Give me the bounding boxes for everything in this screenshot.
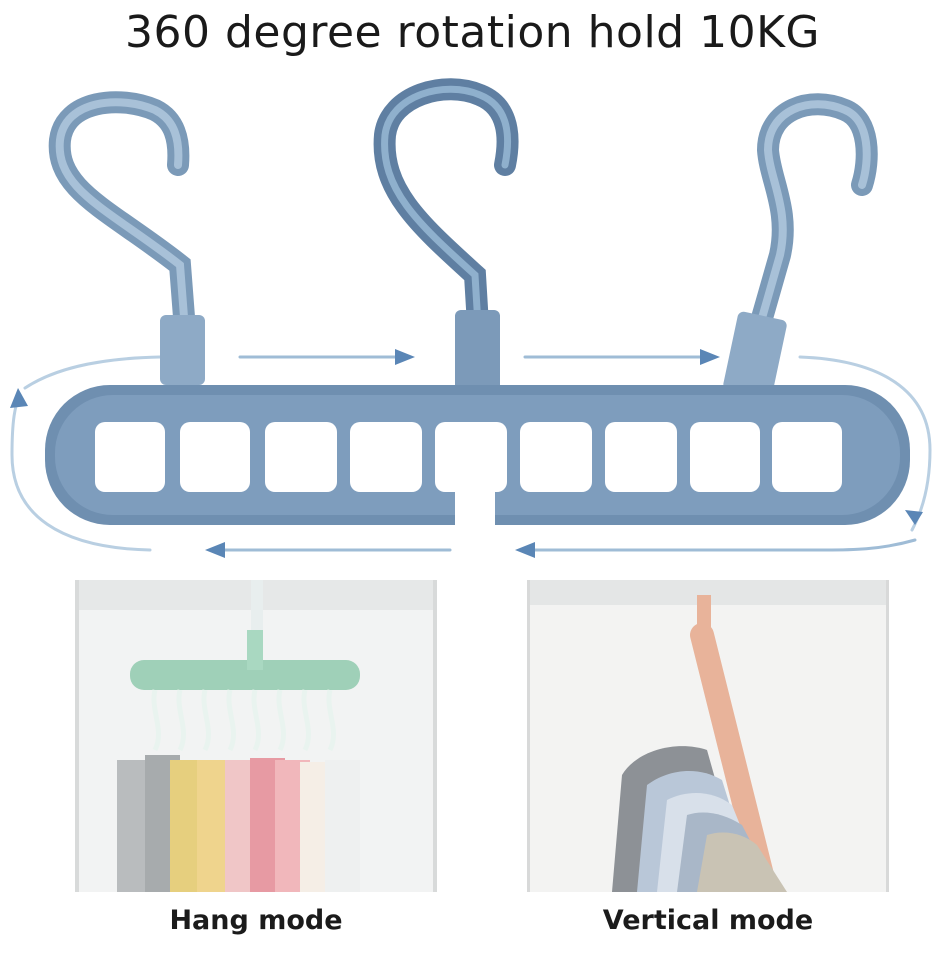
vertical-mode-photo (527, 580, 889, 892)
arrow-heads (10, 349, 923, 558)
clothes (117, 755, 360, 892)
hang-mode-photo (75, 580, 437, 892)
clothes-vertical (612, 746, 787, 892)
hook-left (48, 91, 205, 385)
hanger-bar (45, 385, 910, 525)
small-hangers (151, 689, 336, 752)
headline: 360 degree rotation hold 10KG (124, 7, 821, 58)
hanger-illustration (10, 78, 932, 558)
green-hanger (130, 630, 360, 690)
hook-right (723, 93, 878, 399)
hang-mode-label: Hang mode (169, 905, 343, 936)
hook-middle (373, 78, 519, 405)
hanger-slots (95, 422, 842, 492)
rotation-arrows (10, 355, 932, 552)
pink-hanger-vertical (690, 595, 774, 887)
vertical-mode-label: Vertical mode (602, 905, 814, 936)
